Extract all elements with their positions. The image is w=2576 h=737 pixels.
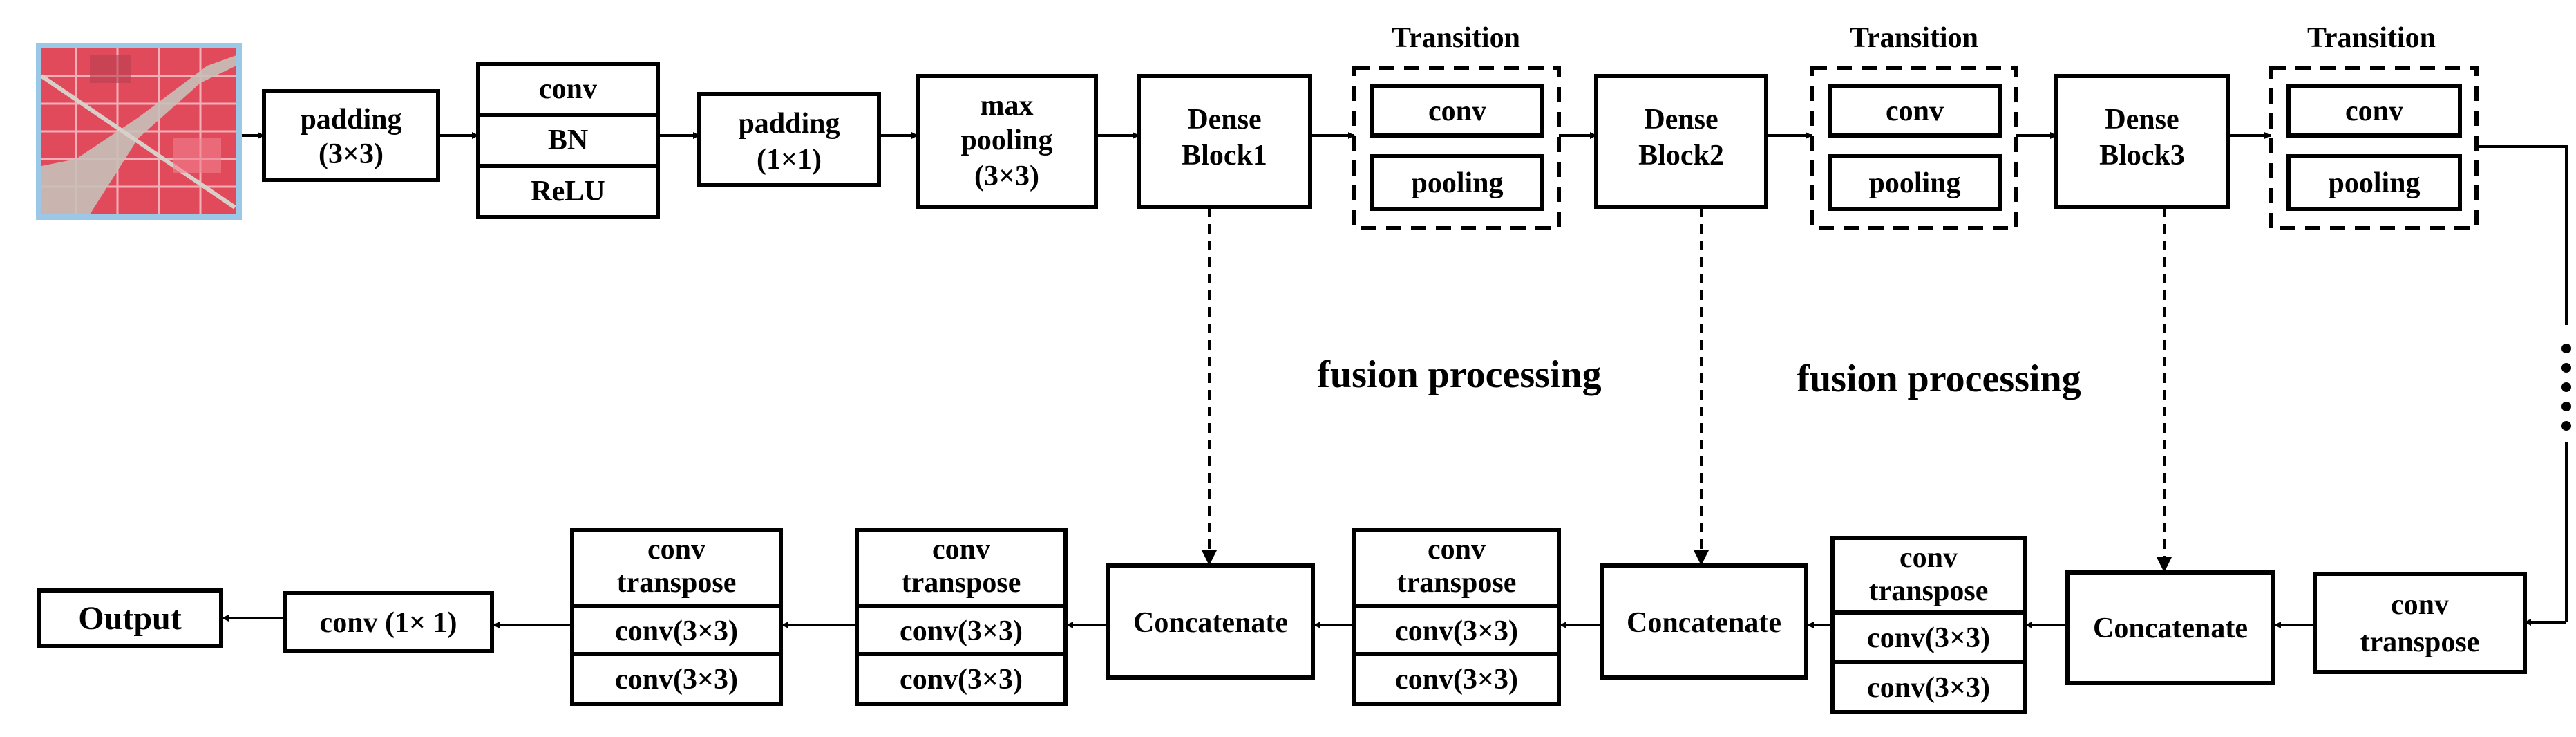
transition2-conv: conv [1886, 95, 1944, 127]
padding2-line2: (1×1) [757, 144, 822, 176]
block3-conv3x3-a: conv(3×3) [1867, 622, 1990, 654]
input-image [36, 43, 242, 220]
padding1-line2: (3×3) [319, 138, 383, 170]
conv-transpose-first: conv transpose [2313, 572, 2527, 674]
block1-transpose-label: transpose [902, 567, 1021, 599]
concatenate-3: Concatenate [2065, 570, 2275, 685]
dense-block-3: Dense Block3 [2054, 74, 2230, 209]
max-pooling-block: max pooling (3×3) [916, 74, 1098, 209]
continuation-dots [2561, 344, 2571, 431]
padding-3x3-block: padding (3×3) [262, 89, 440, 182]
final-conv-1x1: conv (1× 1) [283, 591, 494, 653]
concatenate1-label: Concatenate [1133, 607, 1288, 639]
output-label: Output [78, 600, 181, 637]
relu-label: ReLU [531, 176, 605, 207]
maxpool-line2: pooling [960, 124, 1052, 156]
output-box: Output [37, 588, 223, 648]
block2-conv3x3-a: conv(3×3) [1395, 615, 1518, 647]
dense-block-2: Dense Block2 [1594, 74, 1768, 209]
convt-conv-block-1: conv transpose conv(3×3) conv(3×3) [855, 528, 1068, 706]
concatenate-2: Concatenate [1600, 563, 1808, 680]
bn-label: BN [548, 124, 588, 156]
padding1-line1: padding [300, 104, 401, 136]
block2-conv3x3-b: conv(3×3) [1395, 664, 1518, 696]
fusion-label-1: fusion processing [1317, 353, 1601, 396]
transition3-conv: conv [2345, 95, 2403, 127]
block1-conv3x3-a: conv(3×3) [900, 615, 1023, 647]
dense1-line1: Dense [1187, 104, 1261, 136]
block2-conv-label: conv [1428, 534, 1486, 566]
encoder-arrows [242, 132, 2568, 626]
dense3-line2: Block3 [2099, 140, 2185, 171]
concatenate-1: Concatenate [1106, 563, 1315, 680]
transition1-conv: conv [1428, 95, 1486, 127]
skip-connections [1202, 207, 2172, 572]
block2-transpose-label: transpose [1397, 567, 1517, 599]
dense-block-1: Dense Block1 [1137, 74, 1312, 209]
block0-conv3x3-a: conv(3×3) [615, 615, 738, 647]
block3-transpose-label: transpose [1869, 575, 1989, 607]
block0-transpose-label: transpose [617, 567, 737, 599]
block0-conv-label: conv [647, 534, 705, 566]
convt-conv-block-2: conv transpose conv(3×3) conv(3×3) [1352, 528, 1561, 706]
decoder-arrows [222, 615, 2315, 628]
convt-first-line1: conv [2391, 589, 2449, 621]
dense2-line2: Block2 [1638, 140, 1724, 171]
transition1-title: Transition [1392, 22, 1520, 54]
convt-conv-block-3: conv transpose conv(3×3) conv(3×3) [1830, 536, 2027, 714]
fusion-label-2: fusion processing [1797, 357, 2081, 400]
convt-conv-block-0: conv transpose conv(3×3) conv(3×3) [570, 528, 783, 706]
block1-conv-label: conv [932, 534, 990, 566]
transition3-pooling: pooling [2328, 167, 2420, 199]
conv-bn-relu-block: conv BN ReLU [476, 62, 660, 219]
padding-1x1-block: padding (1×1) [697, 92, 881, 187]
concatenate3-label: Concatenate [2093, 613, 2248, 644]
transition1-pooling: pooling [1411, 167, 1503, 199]
maxpool-line3: (3×3) [974, 160, 1039, 192]
block3-conv-label: conv [1900, 542, 1958, 574]
block1-conv3x3-b: conv(3×3) [900, 664, 1023, 696]
concatenate2-label: Concatenate [1627, 607, 1781, 639]
block0-conv3x3-b: conv(3×3) [615, 664, 738, 696]
padding2-line1: padding [738, 108, 840, 140]
dense1-line2: Block1 [1182, 140, 1267, 171]
transition-1: Transition conv pooling [1352, 22, 1561, 230]
conv-label: conv [539, 73, 597, 105]
dense2-line1: Dense [1644, 104, 1718, 136]
transition2-pooling: pooling [1868, 167, 1960, 199]
final-conv-label: conv (1× 1) [320, 607, 457, 639]
block3-conv3x3-b: conv(3×3) [1867, 672, 1990, 704]
dense3-line1: Dense [2105, 104, 2179, 136]
convt-first-line2: transpose [2360, 626, 2480, 658]
maxpool-line1: max [981, 90, 1034, 122]
transition3-title: Transition [2307, 22, 2436, 54]
transition-3: Transition conv pooling [2269, 22, 2479, 230]
transition-2: Transition conv pooling [1810, 22, 2018, 230]
transition2-title: Transition [1850, 22, 1978, 54]
